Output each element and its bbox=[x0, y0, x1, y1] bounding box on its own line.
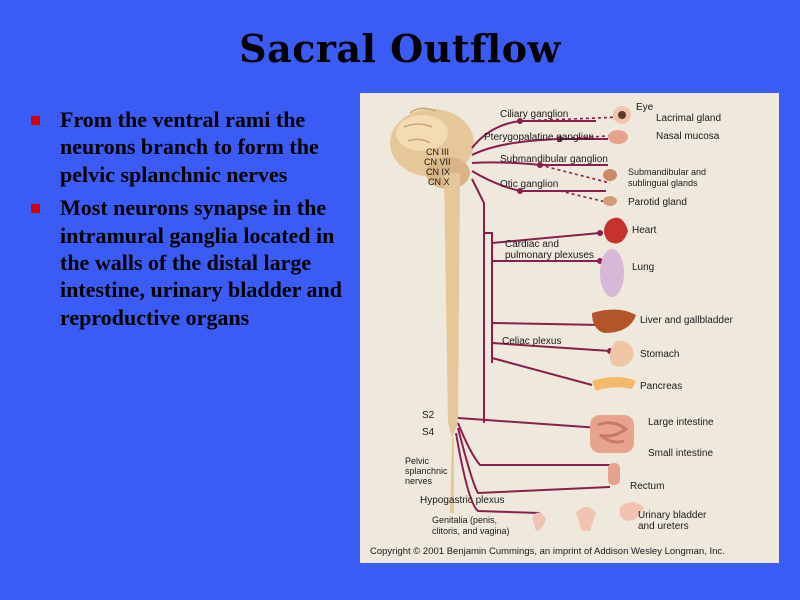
diagram-canvas: CN III CN VII CN IX CN X bbox=[390, 102, 734, 536]
s4-label: S4 bbox=[422, 427, 435, 438]
nasal-mucosa-label: Nasal mucosa bbox=[656, 131, 720, 142]
pelvic-splanchnic-label-2: splanchnic bbox=[405, 466, 448, 476]
otic-ganglion-label: Otic ganglion bbox=[500, 179, 558, 190]
pelvic-splanchnic-label-1: Pelvic bbox=[405, 456, 430, 466]
cn-vii-label: CN VII bbox=[424, 157, 451, 167]
organ-illustrations bbox=[532, 106, 644, 531]
urinary-bladder-label-1: Urinary bladder bbox=[638, 510, 707, 521]
heart-label: Heart bbox=[632, 225, 657, 236]
square-bullet-icon bbox=[31, 204, 40, 214]
pancreas-label: Pancreas bbox=[640, 381, 682, 392]
lacrimal-gland-label: Lacrimal gland bbox=[656, 113, 721, 124]
slide-title: Sacral Outflow bbox=[239, 26, 561, 71]
large-intestine-label: Large intestine bbox=[648, 417, 714, 428]
genitalia-label-1: Genitalia (penis, bbox=[432, 515, 497, 525]
spinal-cord bbox=[442, 173, 460, 513]
square-bullet-icon bbox=[31, 116, 40, 125]
urinary-bladder-label-2: and ureters bbox=[638, 521, 689, 532]
liver-gallbladder-label: Liver and gallbladder bbox=[640, 315, 734, 326]
ciliary-ganglion-label: Ciliary ganglion bbox=[500, 109, 568, 120]
pelvic-splanchnic-label-3: nerves bbox=[405, 476, 433, 486]
rectum-label: Rectum bbox=[630, 481, 664, 492]
copyright-notice: Copyright © 2001 Benjamin Cummings, an i… bbox=[370, 546, 725, 557]
parotid-gland-label: Parotid gland bbox=[628, 197, 687, 208]
cardiac-plexus-label: Cardiac and bbox=[505, 239, 559, 250]
bullet-item: From the ventral rami the neurons branch… bbox=[28, 106, 350, 188]
postganglionic-paths bbox=[519, 116, 623, 204]
pterygopalatine-ganglion-label: Pterygopalatine ganglion bbox=[484, 132, 594, 143]
cn-ix-label: CN IX bbox=[426, 167, 450, 177]
genitalia-label-2: clitoris, and vagina) bbox=[432, 526, 510, 536]
lung-label: Lung bbox=[632, 262, 654, 273]
cn-iii-label: CN III bbox=[426, 147, 449, 157]
submandibular-glands-label-1: Submandibular and bbox=[628, 167, 706, 177]
bullet-text: Most neurons synapse in the intramural g… bbox=[60, 195, 342, 330]
cn-x-label: CN X bbox=[428, 177, 450, 187]
submandibular-glands-label-2: sublingual glands bbox=[628, 178, 698, 188]
parasympathetic-diagram: CN III CN VII CN IX CN X bbox=[360, 93, 779, 563]
eye-label: Eye bbox=[636, 102, 654, 113]
s2-label: S2 bbox=[422, 410, 435, 421]
small-intestine-label: Small intestine bbox=[648, 448, 713, 459]
hypogastric-plexus-label: Hypogastric plexus bbox=[420, 495, 504, 506]
nerve-paths bbox=[455, 120, 611, 514]
stomach-label: Stomach bbox=[640, 349, 679, 360]
pulmonary-plexus-label: pulmonary plexuses bbox=[505, 250, 594, 261]
bullet-item: Most neurons synapse in the intramural g… bbox=[28, 194, 350, 331]
bullet-text: From the ventral rami the neurons branch… bbox=[60, 107, 319, 187]
bullet-list: From the ventral rami the neurons branch… bbox=[28, 106, 350, 337]
submandibular-ganglion-label: Submandibular ganglion bbox=[500, 154, 608, 165]
brain-illustration bbox=[390, 107, 474, 189]
celiac-plexus-label: Celiac plexus bbox=[502, 336, 561, 347]
